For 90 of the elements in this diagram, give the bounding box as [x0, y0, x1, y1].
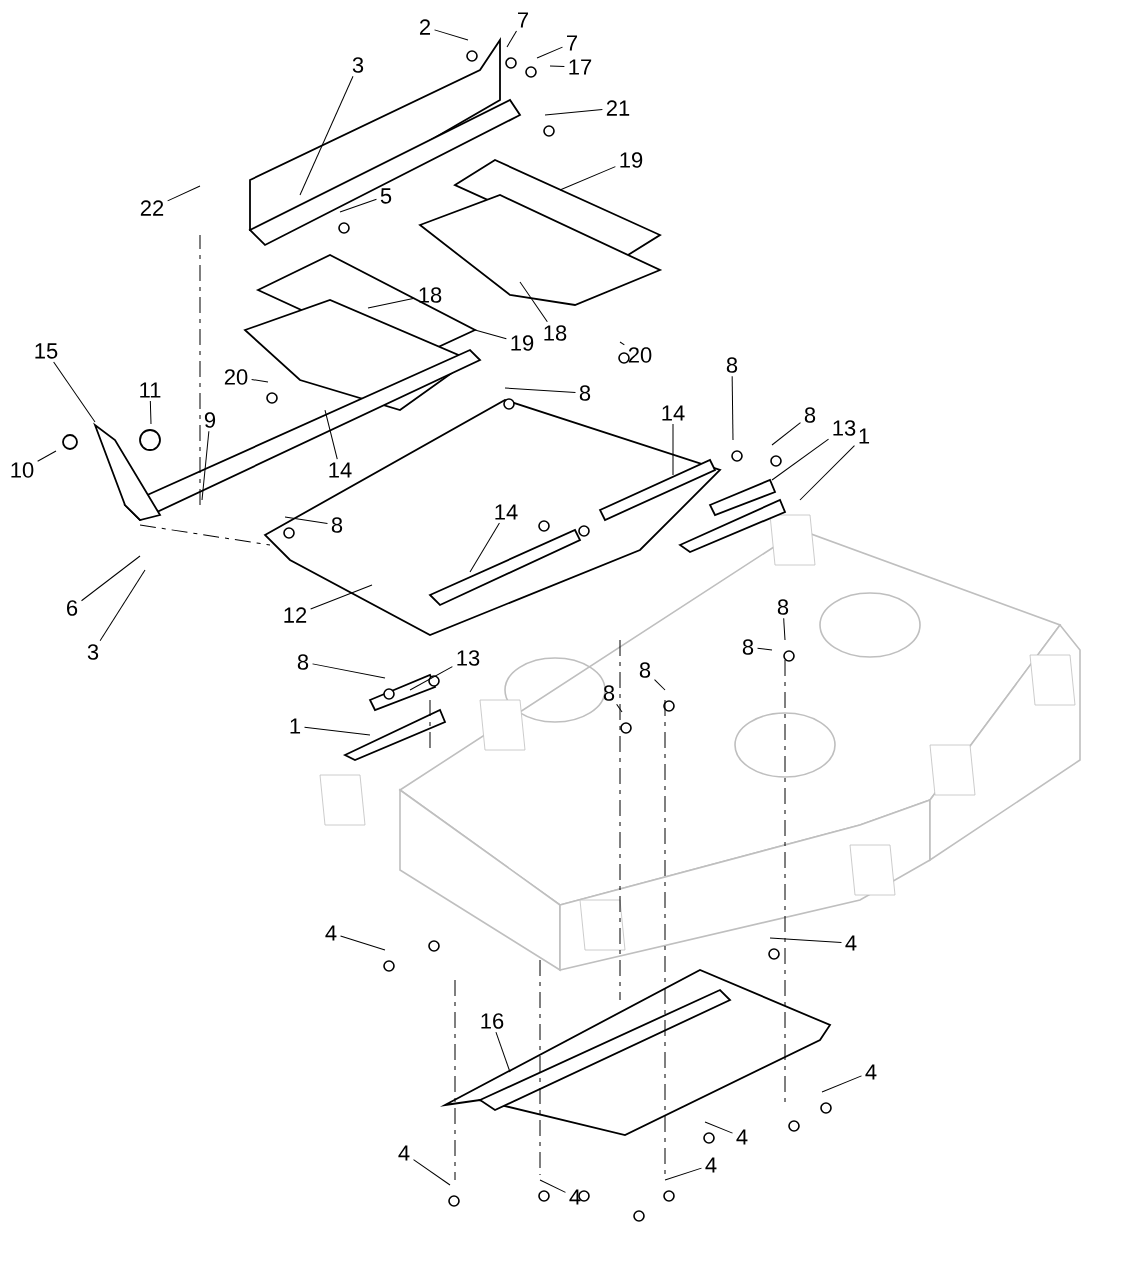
leader-line — [413, 1159, 451, 1186]
callout-number: 3 — [87, 644, 99, 660]
callout-number: 9 — [204, 412, 216, 428]
leader-line — [783, 617, 786, 641]
callout-number: 20 — [628, 347, 652, 363]
callout-number: 21 — [606, 100, 630, 116]
callout-number: 8 — [579, 385, 591, 401]
leader-line — [99, 569, 146, 642]
callout-number: 6 — [67, 600, 78, 616]
leader-line — [549, 65, 565, 67]
leader-line — [310, 584, 373, 610]
leader-line — [559, 166, 616, 191]
callout-number: 20 — [224, 369, 248, 385]
callout-number: 8 — [297, 654, 309, 670]
leader-line — [506, 30, 517, 48]
callout-number: 18 — [419, 287, 442, 303]
callout-number: 14 — [495, 504, 518, 520]
callout-number: 8 — [726, 357, 738, 373]
callout-number: 4 — [845, 935, 857, 951]
callout-number: 13 — [457, 650, 480, 666]
leader-line — [672, 423, 674, 476]
leader-line — [539, 1179, 566, 1193]
leader-line — [664, 1167, 702, 1181]
leader-line — [299, 75, 354, 196]
leader-line — [504, 387, 576, 393]
leader-line — [324, 409, 338, 460]
leader-line — [731, 375, 734, 441]
leader-line — [619, 341, 625, 346]
callout-number: 5 — [380, 188, 392, 204]
leader-line — [704, 1121, 733, 1134]
callout-number: 3 — [352, 57, 364, 73]
callout-number: 13 — [833, 420, 856, 436]
leader-line — [469, 522, 500, 573]
callout-number: 4 — [325, 925, 337, 941]
callout-number: 19 — [511, 335, 534, 351]
leader-line — [201, 430, 210, 501]
leader-line — [81, 555, 141, 602]
leader-line — [771, 438, 829, 481]
leader-line — [544, 109, 603, 116]
callout-number: 2 — [420, 19, 430, 35]
leader-line — [757, 647, 773, 651]
leader-line — [434, 29, 469, 41]
callout-number: 14 — [329, 462, 352, 478]
callout-number: 18 — [544, 325, 567, 341]
leader-line — [304, 726, 371, 736]
callout-number: 15 — [35, 343, 58, 359]
leader-line — [769, 937, 842, 943]
callout-number: 11 — [140, 382, 161, 398]
leader-line — [312, 663, 386, 679]
leader-line — [251, 378, 269, 383]
callout-number: 4 — [705, 1157, 717, 1173]
leader-line — [519, 281, 548, 323]
callout-number: 8 — [639, 662, 651, 678]
callout-number: 8 — [331, 517, 343, 533]
callout-number: 22 — [140, 200, 164, 216]
leader-line — [799, 445, 855, 501]
callout-number: 19 — [620, 152, 643, 168]
leader-line — [474, 329, 507, 340]
callout-number: 4 — [569, 1189, 581, 1205]
leader-line — [821, 1075, 862, 1093]
callout-number: 8 — [603, 685, 615, 701]
leader-line — [149, 400, 152, 425]
leader-line — [37, 450, 57, 462]
leader-line — [654, 679, 666, 691]
leader-line — [284, 516, 328, 525]
callout-number: 8 — [742, 639, 754, 655]
callout-number: 12 — [284, 607, 307, 623]
leader-line — [409, 666, 453, 691]
leader-line — [367, 297, 415, 309]
callout-number: 14 — [662, 405, 685, 421]
callout-number: 4 — [736, 1129, 748, 1145]
leader-line — [167, 185, 201, 202]
callout-number: 4 — [398, 1145, 410, 1161]
leader-line — [53, 361, 96, 423]
leader-line — [536, 46, 563, 59]
callout-number: 8 — [804, 407, 816, 423]
leader-line — [340, 935, 386, 951]
leader-line — [339, 198, 377, 213]
callout-number: 7 — [567, 35, 577, 51]
callout-number: 1 — [859, 428, 870, 444]
callout-number: 4 — [865, 1064, 877, 1080]
callout-number: 10 — [11, 462, 34, 478]
leader-line — [616, 703, 623, 713]
leader-line — [771, 422, 801, 446]
callout-number: 16 — [481, 1013, 504, 1029]
leader-line — [495, 1031, 511, 1073]
callout-number: 8 — [777, 599, 789, 615]
callout-number: 17 — [569, 59, 592, 75]
callout-number: 7 — [518, 12, 528, 28]
callout-number: 1 — [290, 718, 301, 734]
